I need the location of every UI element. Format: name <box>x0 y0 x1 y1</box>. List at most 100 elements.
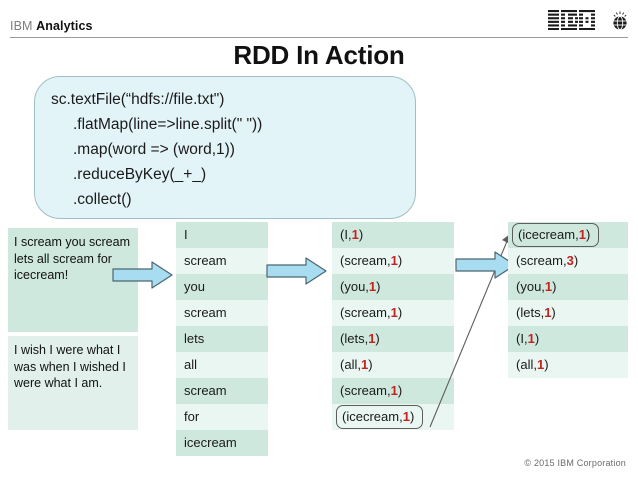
pair-key: icecream, <box>522 227 579 242</box>
word-row: lets <box>176 326 268 352</box>
pair-close-paren: ) <box>368 357 373 372</box>
word-row: all <box>176 352 268 378</box>
pair-count: 1 <box>351 227 359 242</box>
pair-open-paren: ( <box>340 279 345 294</box>
map-pair-row: (lets,1) <box>332 326 454 352</box>
pair-count: 1 <box>578 227 586 242</box>
pair-close-paren: ) <box>534 331 540 346</box>
source-block-2: I wish I were what I was when I wished I… <box>8 336 138 430</box>
pair-count: 1 <box>360 357 369 372</box>
pair-count: 1 <box>402 409 410 424</box>
pipeline-stage: I scream you scream lets all scream for … <box>0 222 638 467</box>
pair-count: 1 <box>536 357 545 372</box>
pair-close-paren: ) <box>573 253 579 268</box>
header-divider <box>10 37 628 38</box>
reduce-pair-row: (you,1) <box>508 274 628 300</box>
page-title: RDD In Action <box>233 40 405 70</box>
code-line-1: .flatMap(line=>line.split(" ")) <box>73 116 263 133</box>
pair-key: I, <box>344 227 352 242</box>
pair-open-paren: ( <box>340 227 345 242</box>
pair-count: 1 <box>390 383 398 398</box>
pair-count: 3 <box>566 253 574 268</box>
brand-lockup: IBM Analytics <box>10 19 93 33</box>
source-block-1: I scream you scream lets all scream for … <box>8 228 138 332</box>
pair-open-paren: ( <box>340 331 345 346</box>
pair-key: scream, <box>344 253 391 268</box>
pair-count: 1 <box>544 305 552 320</box>
pair-open-paren: ( <box>340 383 345 398</box>
pair-open-paren: ( <box>340 305 345 320</box>
pair-open-paren: ( <box>340 357 345 372</box>
code-line-3: .reduceByKey(_+_) <box>73 166 207 183</box>
pair-close-paren: ) <box>552 279 557 294</box>
pair-key: scream, <box>344 383 391 398</box>
pair-close-paren: ) <box>375 331 380 346</box>
pair-close-paren: ) <box>397 253 403 268</box>
pair-open-paren: ( <box>516 357 521 372</box>
pair-open-paren: ( <box>340 253 345 268</box>
source-block-gap <box>8 332 138 336</box>
pair-open-paren: ( <box>516 279 521 294</box>
copyright-footer: © 2015 IBM Corporation <box>524 458 626 468</box>
reducebykey-output-column: (icecream,1)(scream,3)(you,1)(lets,1)(I,… <box>508 222 628 378</box>
map-pair-row: (scream,1) <box>332 378 454 404</box>
pair-key: lets, <box>520 305 545 320</box>
pair-count: 1 <box>368 331 376 346</box>
pair-value: (I,1) <box>516 331 539 346</box>
reduce-pair-row: (all,1) <box>508 352 628 378</box>
pair-close-paren: ) <box>409 409 415 424</box>
pair-key: scream, <box>520 253 567 268</box>
pair-value: (icecream,1) <box>512 223 600 247</box>
pair-open-paren: ( <box>516 253 521 268</box>
pair-close-paren: ) <box>397 305 403 320</box>
word-label: all <box>184 357 198 372</box>
reduce-pair-row: (lets,1) <box>508 300 628 326</box>
pair-value: (all,1) <box>340 357 373 372</box>
pair-close-paren: ) <box>551 305 556 320</box>
flatmap-arrow-icon <box>112 260 174 290</box>
word-row: for <box>176 404 268 430</box>
word-label: scream <box>184 383 227 398</box>
pair-value: (lets,1) <box>340 331 380 346</box>
pair-value: (I,1) <box>340 227 363 242</box>
pair-value: (scream,1) <box>340 383 402 398</box>
pair-key: all, <box>344 357 361 372</box>
reduce-pair-row: (icecream,1) <box>508 222 628 248</box>
pair-count: 1 <box>390 305 398 320</box>
word-row: you <box>176 274 268 300</box>
code-line-0: sc.textFile(“hdfs://file.txt") <box>51 91 225 108</box>
pair-key: icecream, <box>346 409 403 424</box>
pair-value: (icecream,1) <box>336 405 424 429</box>
map-output-column: (I,1)(scream,1)(you,1)(scream,1)(lets,1)… <box>332 222 454 430</box>
page-header: IBM Analytics <box>0 0 638 40</box>
pair-key: you, <box>520 279 545 294</box>
pair-key: you, <box>344 279 369 294</box>
word-label: scream <box>184 253 227 268</box>
pair-count: 1 <box>368 279 377 294</box>
word-row: icecream <box>176 430 268 456</box>
pair-key: all, <box>520 357 537 372</box>
word-label: for <box>184 409 200 424</box>
pair-value: (scream,1) <box>340 253 402 268</box>
word-label: I <box>184 227 188 242</box>
pair-close-paren: ) <box>544 357 549 372</box>
map-pair-row: (I,1) <box>332 222 454 248</box>
map-pair-row: (scream,1) <box>332 248 454 274</box>
pair-open-paren: ( <box>342 409 347 424</box>
pair-count: 1 <box>527 331 535 346</box>
brand-product-label: Analytics <box>36 19 93 33</box>
word-label: you <box>184 279 205 294</box>
source-text-column: I scream you scream lets all scream for … <box>8 228 138 430</box>
pair-key: scream, <box>344 305 391 320</box>
word-row: I <box>176 222 268 248</box>
reducebykey-arrow-icon <box>455 250 517 280</box>
word-row: scream <box>176 248 268 274</box>
pair-close-paren: ) <box>376 279 381 294</box>
reduce-pair-row: (scream,3) <box>508 248 628 274</box>
word-label: icecream <box>184 435 237 450</box>
word-label: scream <box>184 305 227 320</box>
pair-key: lets, <box>344 331 369 346</box>
pair-close-paren: ) <box>397 383 403 398</box>
map-pair-row: (all,1) <box>332 352 454 378</box>
